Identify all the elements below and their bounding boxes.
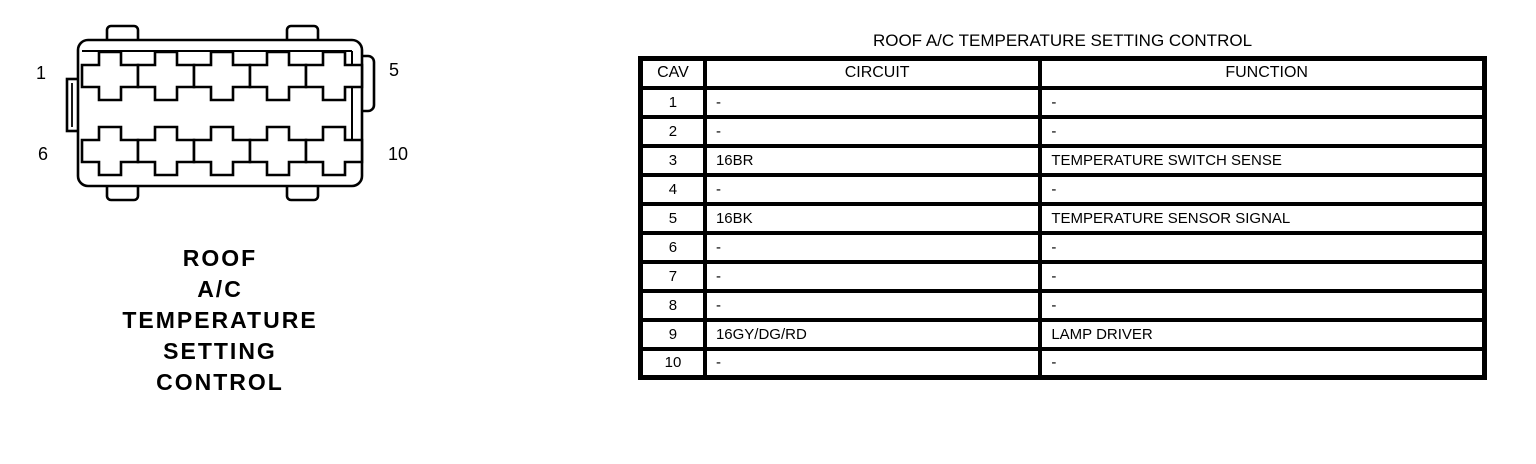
table-row: 2-- <box>638 114 1487 148</box>
connector-caption-line: A/C <box>197 276 243 302</box>
cav-cell: 3 <box>638 143 707 177</box>
pin-cavity <box>192 50 252 102</box>
pin-cavity <box>248 50 308 102</box>
circuit-cell: - <box>702 259 1043 293</box>
pinout-table-head: CAV CIRCUIT FUNCTION <box>638 56 1487 90</box>
connector-svg: 1 5 6 10 <box>36 24 408 202</box>
pin-label-5: 5 <box>389 60 399 80</box>
cav-cell: 5 <box>638 201 707 235</box>
circuit-cell: - <box>702 85 1043 119</box>
function-cell: - <box>1038 85 1487 119</box>
circuit-cell: - <box>702 346 1043 380</box>
circuit-cell: - <box>702 288 1043 322</box>
circuit-cell: 16BK <box>702 201 1043 235</box>
header-row: CAV CIRCUIT FUNCTION <box>638 56 1487 90</box>
pin-cavity <box>304 50 364 102</box>
header-circuit: CIRCUIT <box>702 56 1043 90</box>
cav-cell: 8 <box>638 288 707 322</box>
pin-cavity <box>80 125 140 177</box>
header-function: FUNCTION <box>1038 56 1487 90</box>
function-cell: - <box>1038 230 1487 264</box>
function-cell: TEMPERATURE SENSOR SIGNAL <box>1038 201 1487 235</box>
cav-cell: 10 <box>638 346 707 380</box>
pin-label-1: 1 <box>36 63 46 83</box>
circuit-cell: 16BR <box>702 143 1043 177</box>
function-cell: - <box>1038 346 1487 380</box>
pin-cavity <box>80 50 140 102</box>
connector-caption-line: CONTROL <box>156 369 284 395</box>
table-row: 10-- <box>638 346 1487 380</box>
cav-cell: 2 <box>638 114 707 148</box>
table-row: 7-- <box>638 259 1487 293</box>
pin-cavity <box>248 125 308 177</box>
circuit-cell: - <box>702 172 1043 206</box>
pin-cavity <box>136 50 196 102</box>
pin-cavity <box>304 125 364 177</box>
circuit-cell: - <box>702 230 1043 264</box>
function-cell: LAMP DRIVER <box>1038 317 1487 351</box>
table-row: 4-- <box>638 172 1487 206</box>
connector-caption: ROOF A/C TEMPERATURE SETTING CONTROL <box>20 243 420 398</box>
connector-caption-line: SETTING <box>163 338 277 364</box>
table-title: ROOF A/C TEMPERATURE SETTING CONTROL <box>872 31 1253 50</box>
header-cav: CAV <box>638 56 707 90</box>
pin-cavity <box>136 125 196 177</box>
pin-cavity <box>192 125 252 177</box>
function-cell: - <box>1038 288 1487 322</box>
connector-caption-line: TEMPERATURE <box>122 307 318 333</box>
circuit-cell: - <box>702 114 1043 148</box>
cav-cell: 9 <box>638 317 707 351</box>
cav-cell: 1 <box>638 85 707 119</box>
cav-cell: 7 <box>638 259 707 293</box>
table-row: 8-- <box>638 288 1487 322</box>
connector-diagram: 1 5 6 10 <box>20 8 420 218</box>
cav-cell: 6 <box>638 230 707 264</box>
function-cell: - <box>1038 172 1487 206</box>
table-row: 1-- <box>638 85 1487 119</box>
function-cell: - <box>1038 114 1487 148</box>
pin-label-6: 6 <box>38 144 48 164</box>
cav-cell: 4 <box>638 172 707 206</box>
table-row: 6-- <box>638 230 1487 264</box>
pin-cavity-group <box>80 50 364 177</box>
connector-caption-line: ROOF <box>182 245 258 271</box>
function-cell: TEMPERATURE SWITCH SENSE <box>1038 143 1487 177</box>
function-cell: - <box>1038 259 1487 293</box>
circuit-cell: 16GY/DG/RD <box>702 317 1043 351</box>
pin-label-10: 10 <box>388 144 408 164</box>
